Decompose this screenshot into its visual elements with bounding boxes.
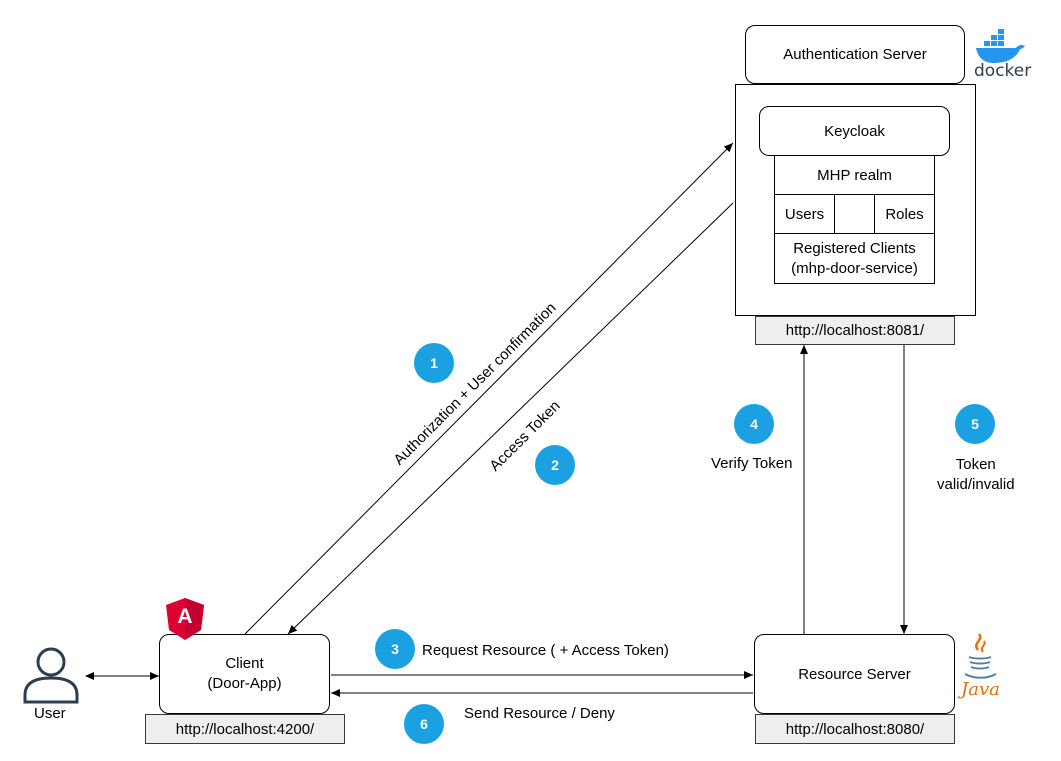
realm-box: MHP realm bbox=[774, 155, 935, 195]
step-3-badge: 3 bbox=[375, 629, 415, 669]
step-6-badge: 6 bbox=[404, 704, 444, 744]
client-label: Client (Door-App) bbox=[207, 655, 282, 692]
realm-label: MHP realm bbox=[817, 166, 892, 184]
angular-shield-icon bbox=[166, 598, 204, 640]
arrow-access-token bbox=[287, 202, 734, 635]
docker-logo-text: docker bbox=[974, 61, 1032, 81]
client-url-text: http://localhost:4200/ bbox=[175, 720, 315, 738]
client-url: http://localhost:4200/ bbox=[145, 714, 345, 744]
client-box: Client (Door-App) bbox=[159, 634, 330, 714]
auth-server-url-text: http://localhost:8081/ bbox=[785, 322, 925, 339]
auth-server-title-text: Authentication Server bbox=[783, 46, 927, 63]
keycloak-box: Keycloak bbox=[759, 106, 950, 156]
angular-logo: A bbox=[164, 597, 206, 641]
registered-clients-label: Registered Clients (mhp-door-service) bbox=[791, 239, 918, 277]
keycloak-label: Keycloak bbox=[824, 122, 885, 140]
realm-spacer-box bbox=[834, 194, 875, 234]
arrow-authorization bbox=[244, 142, 734, 635]
roles-box: Roles bbox=[874, 194, 935, 234]
resource-server-url-text: http://localhost:8080/ bbox=[785, 720, 925, 738]
step-4-label: Verify Token bbox=[711, 455, 793, 472]
java-logo: Java bbox=[960, 632, 1000, 702]
step-1-badge: 1 bbox=[414, 343, 454, 383]
registered-clients-box: Registered Clients (mhp-door-service) bbox=[774, 233, 935, 284]
java-cup-icon bbox=[964, 633, 997, 679]
step-3-label: Request Resource ( + Access Token) bbox=[422, 642, 669, 659]
step-5-label: Token valid/invalid bbox=[937, 456, 1015, 493]
user-label: User bbox=[34, 705, 66, 722]
auth-server-url: http://localhost:8081/ bbox=[755, 316, 955, 345]
roles-label: Roles bbox=[885, 205, 924, 223]
java-logo-text: Java bbox=[961, 679, 1000, 700]
step-4-badge: 4 bbox=[734, 404, 774, 444]
docker-logo: docker bbox=[972, 28, 1032, 81]
resource-server-box: Resource Server bbox=[754, 634, 955, 714]
step-2-badge: 2 bbox=[535, 445, 575, 485]
step-5-badge: 5 bbox=[955, 404, 995, 444]
users-box: Users bbox=[774, 194, 835, 234]
step-6-label: Send Resource / Deny bbox=[464, 705, 615, 722]
user-figure bbox=[22, 645, 80, 705]
user-icon bbox=[23, 647, 79, 704]
resource-server-label: Resource Server bbox=[798, 665, 911, 683]
angular-logo-letter: A bbox=[177, 605, 193, 628]
docker-whale-icon bbox=[976, 29, 1025, 63]
auth-server-title: Authentication Server bbox=[745, 25, 965, 84]
users-label: Users bbox=[784, 205, 825, 223]
resource-server-url: http://localhost:8080/ bbox=[755, 714, 955, 744]
